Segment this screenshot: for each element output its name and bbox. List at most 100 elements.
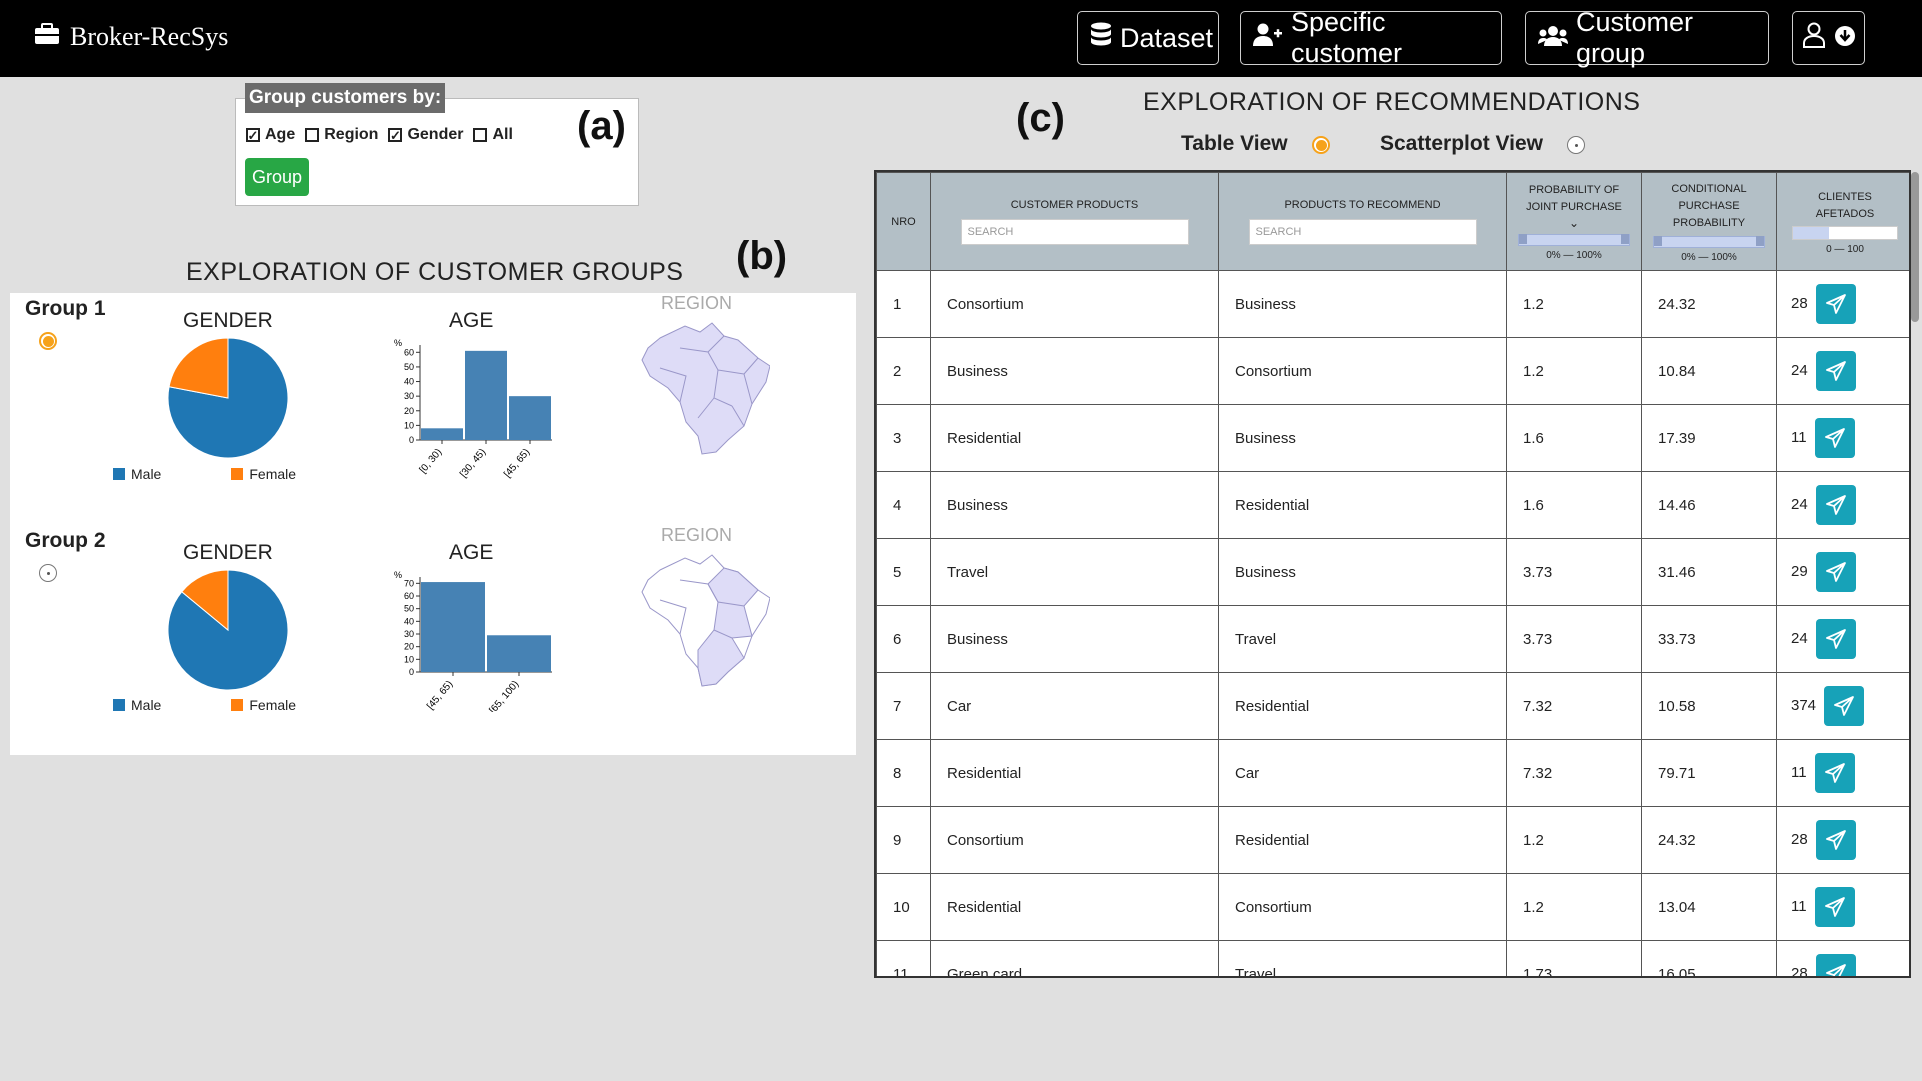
cell-nro-text: 2 [893,362,902,380]
paper-plane-icon [1824,428,1845,448]
table-view-radio[interactable] [1312,136,1330,154]
group-2-radio[interactable] [39,564,57,582]
y-tick-label: 60 [404,347,414,357]
cell-nro-text: 4 [893,496,902,514]
option-region[interactable]: Region [305,126,378,144]
cell-prob-joint-text: 1.2 [1523,295,1544,313]
col-customer-products: CUSTOMER PRODUCTS Search [930,172,1219,271]
cell-clientes: 11 [1776,873,1909,941]
group-1-radio[interactable] [39,332,57,350]
col-prob-joint[interactable]: PROBABILITY OF JOINT PURCHASE ⌄ 0% — 100… [1506,172,1642,271]
y-axis-label: % [394,338,402,348]
option-age[interactable]: ✓Age [246,126,295,144]
group-button[interactable]: Group [245,158,309,196]
cell-cond-prob: 14.46 [1641,471,1777,539]
col-clientes-label: CLIENTES AFETADOS [1815,190,1875,220]
send-button[interactable] [1815,351,1856,391]
user-menu-button[interactable] [1792,11,1865,65]
cell-nro: 8 [876,739,931,807]
send-button[interactable] [1815,820,1856,860]
cell-products-to-recommend: Car [1218,739,1507,807]
cell-clientes-text: 24 [1791,361,1808,379]
cell-clientes-text: 24 [1791,495,1808,513]
cell-nro-text: 11 [893,965,909,978]
clientes-range: 0 — 100 [1826,243,1864,255]
legend-male: Male [131,697,162,713]
cell-customer-products-text: Consortium [947,295,1024,313]
region-checkbox[interactable] [305,128,320,142]
send-button[interactable] [1815,485,1856,525]
cell-cond-prob: 16.05 [1641,940,1777,976]
cell-products-to-recommend-text: Residential [1235,496,1310,514]
cell-customer-products: Business [930,471,1219,539]
gender-checkbox[interactable]: ✓ [388,127,403,143]
option-all[interactable]: All [473,126,513,144]
send-button[interactable] [1815,619,1856,659]
col-clientes[interactable]: CLIENTES AFETADOS 0 — 100 [1776,172,1909,271]
cell-customer-products: Residential [930,739,1219,807]
recommendations-table-wrapper[interactable]: Nro CUSTOMER PRODUCTS Search PRODUCTS TO… [874,170,1911,978]
cell-cond-prob-text: 24.32 [1658,295,1696,313]
clientes-range-slider[interactable] [1792,225,1898,240]
prob-joint-range: 0% — 100% [1546,250,1602,261]
cell-nro-text: 7 [893,697,902,715]
group-1-region-title: REGION [661,293,733,313]
cell-nro-text: 5 [893,563,902,581]
group-1-legend: Male Female [113,466,296,482]
cell-prob-joint: 1.6 [1506,471,1642,539]
specific-customer-button[interactable]: Specific customer [1240,7,1502,68]
cell-cond-prob: 24.32 [1641,806,1777,874]
cell-customer-products: Consortium [930,806,1219,874]
col-nro[interactable]: Nro [876,172,931,271]
cell-products-to-recommend-text: Residential [1235,697,1310,715]
send-button[interactable] [1815,954,1856,976]
send-button[interactable] [1815,552,1856,592]
send-button[interactable] [1814,887,1855,927]
option-gender[interactable]: ✓Gender [388,126,463,144]
users-icon [1538,23,1568,54]
customer-group-button[interactable]: Customer group [1525,7,1769,68]
age-checkbox[interactable]: ✓ [246,127,260,143]
cell-customer-products-text: Green card [947,965,1023,978]
arrow-down-circle-icon [1834,23,1856,54]
female-swatch [231,699,244,711]
paper-plane-icon [1825,562,1846,582]
products-to-recommend-search[interactable]: Search [1248,218,1477,245]
cell-customer-products-text: Travel [947,563,989,581]
y-tick-label: 70 [404,578,414,588]
send-button[interactable] [1814,418,1855,458]
app-brand[interactable]: Broker-RecSys [34,22,228,52]
send-button[interactable] [1815,284,1856,324]
customer-products-search[interactable]: Search [960,218,1189,245]
cell-customer-products-text: Residential [947,764,1022,782]
female-swatch [231,468,244,480]
cell-prob-joint: 1.2 [1506,270,1642,338]
chevron-down-icon[interactable]: ⌄ [1568,216,1580,230]
cell-clientes: 374 [1776,672,1909,740]
cell-customer-products-text: Residential [947,898,1022,916]
send-button[interactable] [1814,753,1855,793]
cell-prob-joint: 3.73 [1506,605,1642,673]
send-button[interactable] [1824,686,1865,726]
cond-prob-range-slider[interactable] [1653,235,1765,248]
all-checkbox[interactable] [473,128,488,142]
table-scrollbar[interactable] [1911,172,1919,322]
col-cond-prob[interactable]: CONDITIONAL PURCHASE PROBABILITY 0% — 10… [1641,172,1777,271]
dataset-button[interactable]: Dataset [1077,11,1219,65]
prob-joint-range-slider[interactable] [1518,234,1630,246]
recs-section-title: EXPLORATION OF RECOMMENDATIONS [1143,88,1641,116]
scatterplot-view-radio[interactable] [1567,136,1585,154]
